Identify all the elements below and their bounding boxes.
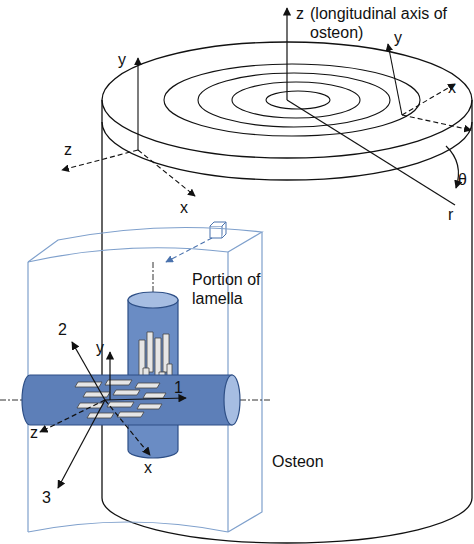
horizontal-fibril-part-part	[113, 390, 140, 395]
horizontal-fibril-part	[22, 375, 232, 425]
lamella-rings-part	[232, 82, 360, 118]
callout-number: 3	[42, 488, 51, 507]
horizontal-fibril-part-part	[87, 413, 114, 418]
sample-cube-part	[210, 222, 226, 226]
global-axes-part	[286, 8, 287, 100]
axis-label: z	[64, 140, 72, 159]
angle-label: θ	[458, 170, 467, 189]
local-axes-part	[402, 84, 455, 115]
fibril-axes-part	[58, 400, 105, 488]
fibril-axes	[40, 342, 186, 488]
horizontal-fibril-part-part	[137, 404, 162, 409]
osteon-cylinder-part	[102, 498, 472, 543]
fibril-axes-part	[105, 400, 150, 455]
sample-cube	[210, 222, 226, 238]
local-axes-part	[388, 44, 402, 115]
horizontal-fibril-part-part	[107, 402, 134, 407]
global-axes-part	[446, 146, 458, 188]
axis-label: z	[30, 423, 38, 442]
fibril-axes-part	[109, 352, 110, 400]
sample-cube-part	[222, 222, 226, 238]
lamella-rings-part	[198, 73, 390, 127]
horizontal-fibril-part-part	[83, 392, 110, 397]
horizontal-fibril-part	[224, 375, 240, 425]
local-axes-part	[138, 150, 195, 196]
axis-label: x	[180, 198, 188, 217]
lamella-box-part	[28, 228, 262, 263]
part-label: Portion of lamella	[192, 270, 278, 308]
vertical-fibril-part-part	[147, 332, 153, 372]
part-label: Osteon	[272, 452, 324, 471]
lamella-rings	[164, 64, 420, 136]
axis-caption: (longitudinal axis of osteon)	[310, 4, 460, 42]
horizontal-fibril-part-part	[143, 393, 166, 398]
vertical-fibril-part	[153, 262, 154, 292]
callout-number: 1	[174, 378, 183, 397]
osteon-cylinder-part	[102, 122, 472, 180]
fibril-axes-part	[105, 398, 186, 400]
axis-label: y	[118, 50, 126, 69]
horizontal-fibril-part-part	[117, 412, 144, 417]
axis-label: z	[296, 4, 304, 23]
global-axes-part	[287, 100, 455, 205]
lamella-box-part	[28, 522, 228, 532]
local-axes-part	[402, 115, 471, 130]
vertical-fibril	[128, 262, 178, 458]
osteon-cylinder-part	[471, 100, 472, 498]
horizontal-fibril-part	[240, 400, 272, 401]
horizontal-fibril-part-part	[135, 383, 160, 388]
axis-label: y	[96, 338, 104, 357]
local-axes-part	[62, 150, 138, 170]
horizontal-fibril-part-part	[105, 380, 132, 385]
axis-label: x	[144, 458, 152, 477]
vertical-fibril-part	[128, 292, 178, 308]
axis-label: x	[448, 78, 456, 97]
fibril-axes-part	[40, 400, 105, 432]
axis-label: r	[448, 205, 453, 224]
local-axes	[62, 44, 471, 196]
axis-label: y	[394, 28, 402, 47]
local-axes-part	[137, 58, 138, 150]
lamella-rings-part	[164, 64, 420, 136]
lamella-box-part	[28, 248, 228, 262]
horizontal-fibril-part-part	[75, 382, 102, 387]
osteon-cylinder	[102, 42, 472, 543]
callout-number: 2	[58, 320, 67, 339]
horizontal-fibril	[0, 375, 272, 425]
